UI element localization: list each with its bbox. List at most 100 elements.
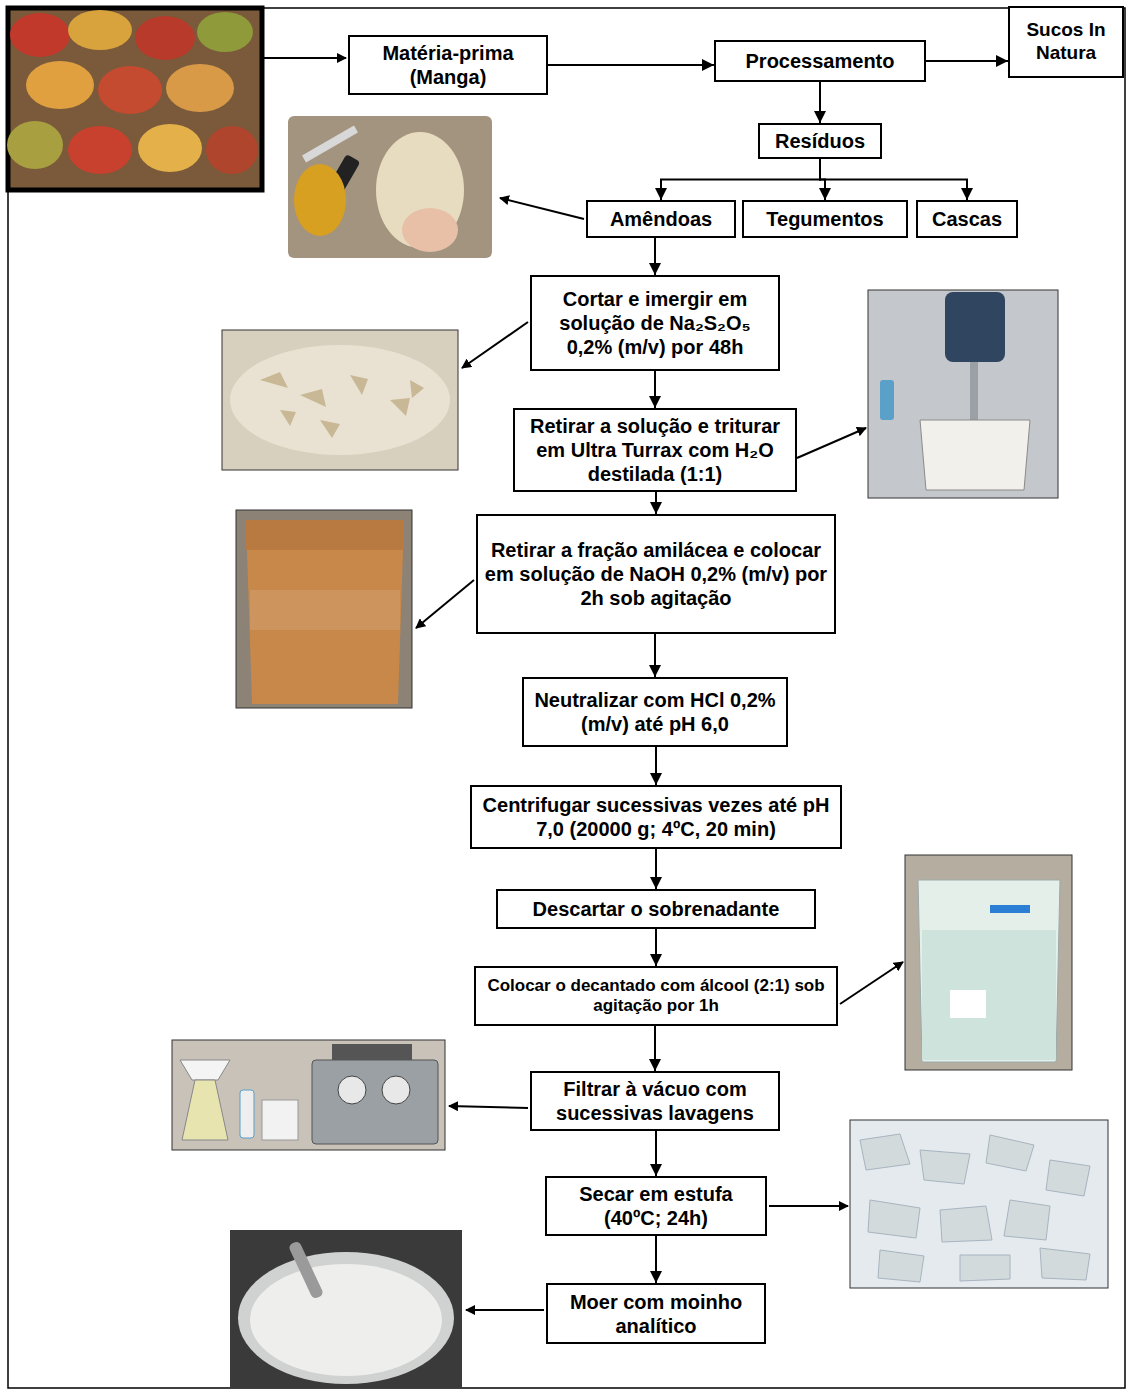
step-text: Centrifugar sucessivas vezes até pH 7,0 … <box>478 793 834 841</box>
step-box: Centrifugar sucessivas vezes até pH 7,0 … <box>470 785 842 849</box>
seed-photo <box>288 116 492 258</box>
step-text: Sucos In Natura <box>1016 19 1116 65</box>
arrow-head <box>649 263 661 275</box>
cut-almonds-photo <box>222 330 458 470</box>
step-text: Tegumentos <box>766 207 883 231</box>
stir-bar <box>990 905 1030 913</box>
liquid <box>922 930 1056 1060</box>
slurry-photo <box>236 510 412 708</box>
flow-arrow <box>655 159 820 200</box>
flow-arrow <box>649 634 661 677</box>
mango <box>135 16 195 60</box>
beaker <box>920 420 1030 490</box>
step-box: Neutralizar com HCl 0,2% (m/v) até pH 6,… <box>522 677 788 747</box>
photo-frame <box>8 8 262 190</box>
flask <box>182 1080 228 1140</box>
leader-arrow <box>769 1205 848 1207</box>
flow-arrow <box>820 159 973 200</box>
leader-arrow <box>500 198 584 219</box>
flour-photo <box>230 1230 462 1388</box>
step-text: Cascas <box>932 207 1002 231</box>
arrow-head <box>814 111 826 123</box>
step-box: Amêndoas <box>586 200 736 238</box>
arrow-head <box>650 502 662 514</box>
photo-ground <box>236 510 412 708</box>
vacuum-pump <box>312 1060 438 1144</box>
starch-powder <box>250 1264 442 1376</box>
mango <box>26 61 94 109</box>
step-box: Secar em estufa (40ºC; 24h) <box>545 1176 767 1236</box>
mango <box>68 10 132 50</box>
arrow-head <box>961 188 973 200</box>
arrow-head <box>819 188 831 200</box>
arrow-head <box>649 665 661 677</box>
foam <box>246 520 404 550</box>
leader-arrow <box>840 962 903 1004</box>
photo-ground <box>230 1230 462 1388</box>
step-text: Cortar e imergir em solução de Na₂S₂O₅ 0… <box>538 287 772 359</box>
flow-arrow <box>548 59 714 71</box>
spoon <box>288 1240 324 1299</box>
outer-frame <box>8 8 1125 1388</box>
leader-arrow <box>466 1309 544 1311</box>
step-text: Amêndoas <box>610 207 712 231</box>
arrow-head <box>650 773 662 785</box>
arrow-head <box>702 59 714 71</box>
arrow-head <box>649 1059 661 1071</box>
arrow-head <box>649 396 661 408</box>
pump-handle <box>332 1044 412 1060</box>
step-box: Filtrar à vácuo com sucessivas lavagens <box>530 1071 780 1131</box>
leader-arrow <box>449 1106 528 1108</box>
flow-arrow <box>649 1026 661 1071</box>
flow-arrow <box>650 747 662 785</box>
flow-line <box>926 60 1008 62</box>
flow-line <box>661 159 820 200</box>
flow-line <box>820 159 967 200</box>
flow-arrow <box>814 82 826 123</box>
arrow-head <box>996 55 1008 67</box>
step-text: Neutralizar com HCl 0,2% (m/v) até pH 6,… <box>530 688 780 736</box>
photo-ground <box>868 290 1058 498</box>
photo-ground <box>172 1040 445 1150</box>
leader-arrow <box>797 428 866 458</box>
flow-arrow <box>650 849 662 889</box>
hand <box>402 208 458 252</box>
flow-arrow <box>650 492 662 514</box>
beaker <box>918 880 1060 1062</box>
step-text: Descartar o sobrenadante <box>533 897 780 921</box>
flow-arrow <box>650 1131 662 1176</box>
mango-photo <box>7 8 262 190</box>
step-box: Descartar o sobrenadante <box>496 889 816 929</box>
waste-box: Resíduos <box>758 123 882 159</box>
flow-arrow <box>926 55 1008 67</box>
beaker-liquid <box>246 520 404 704</box>
mango <box>206 126 258 174</box>
step-text: Secar em estufa (40ºC; 24h) <box>553 1182 759 1230</box>
step-text: Moer com moinho analítico <box>554 1290 758 1338</box>
step-box: Cascas <box>916 200 1018 238</box>
mango <box>166 64 234 112</box>
wash-bottle <box>240 1090 254 1138</box>
flow-line <box>548 64 714 66</box>
beaker <box>262 1100 298 1140</box>
arrow-head <box>650 1271 662 1283</box>
starch-flakes <box>860 1134 1090 1282</box>
arrow-head <box>650 954 662 966</box>
mango <box>7 121 63 169</box>
mango <box>138 124 202 172</box>
mango <box>10 13 70 57</box>
bowl <box>238 1252 454 1384</box>
photo-ground <box>288 116 492 258</box>
step-box: Tegumentos <box>742 200 908 238</box>
seed <box>294 164 346 236</box>
wash-bottle <box>880 380 894 420</box>
step-text: Resíduos <box>775 129 865 153</box>
step-text: Filtrar à vácuo com sucessivas lavagens <box>538 1077 772 1125</box>
arrow-head <box>650 1164 662 1176</box>
photo-ground <box>850 1120 1108 1288</box>
step-box: Retirar a solução e triturar em Ultra Tu… <box>513 408 797 492</box>
step-text: Matéria-prima (Manga) <box>356 41 540 89</box>
step-text: Retirar a fração amilácea e colocar em s… <box>484 538 828 610</box>
